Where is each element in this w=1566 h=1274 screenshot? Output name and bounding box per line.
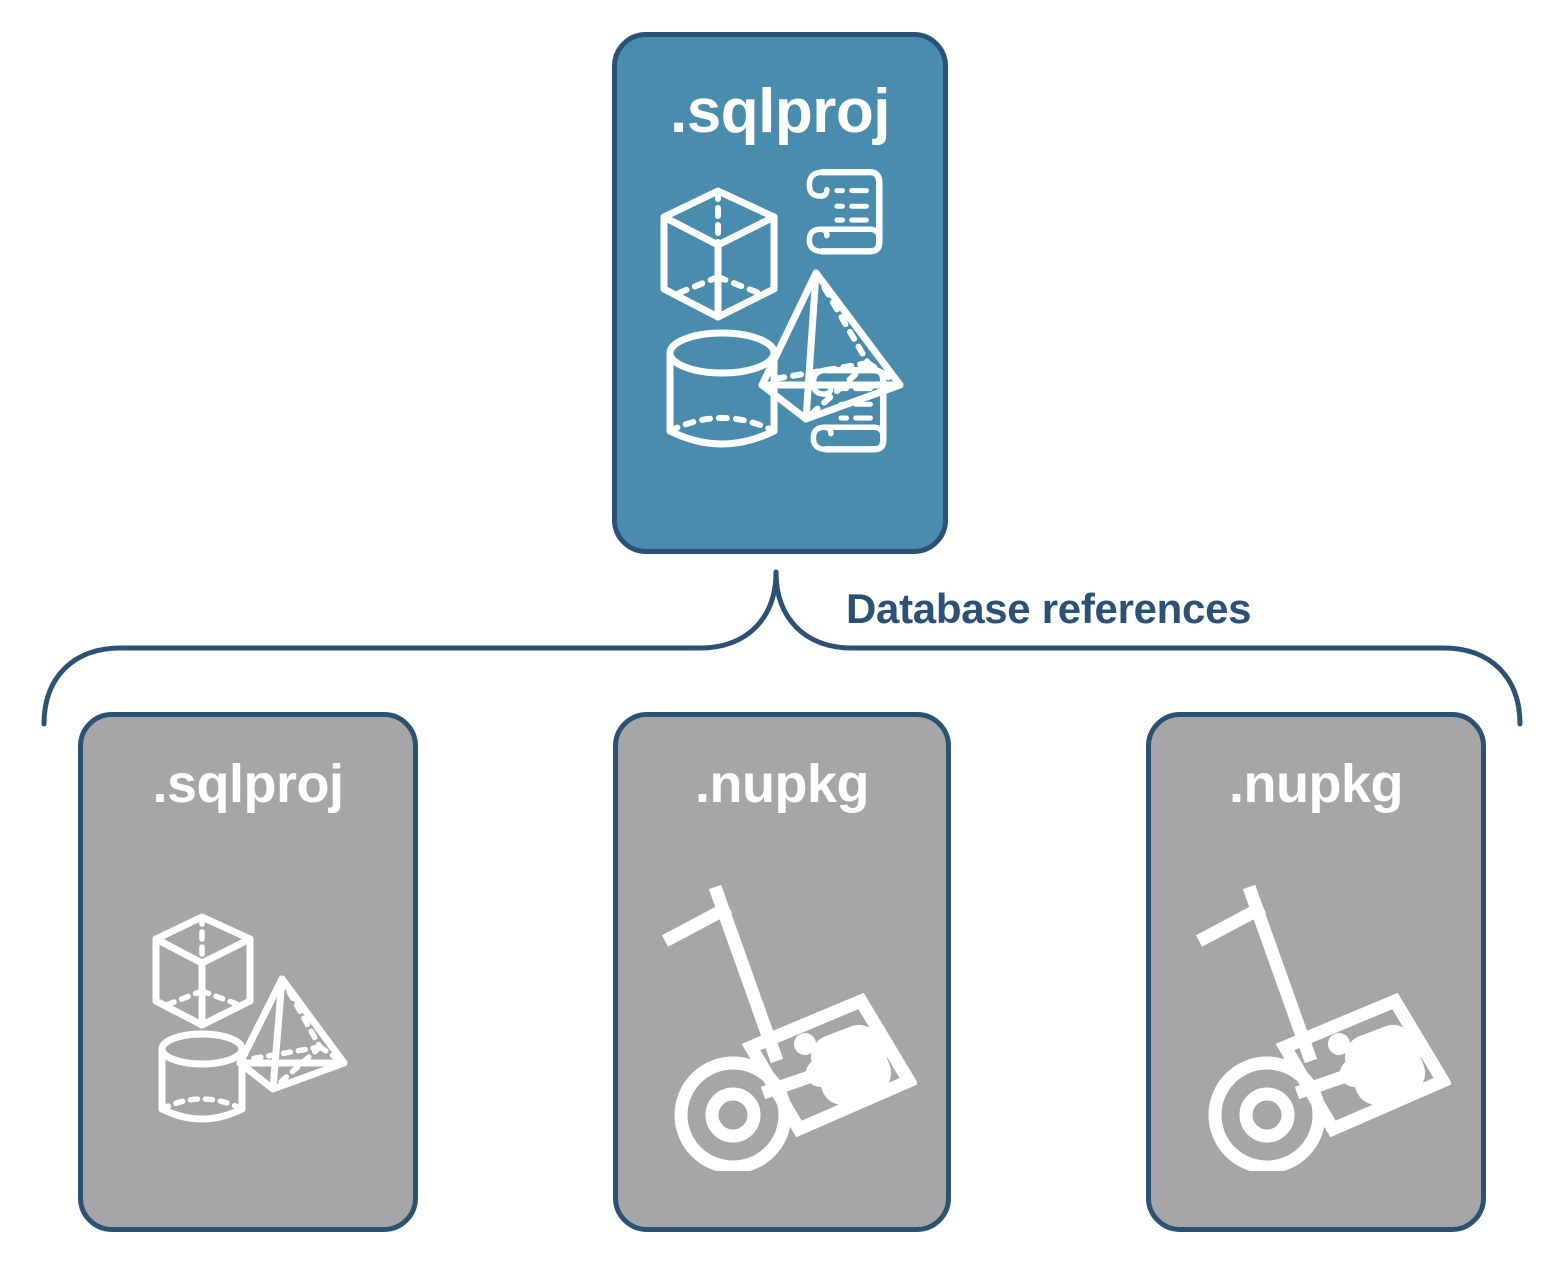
hand-truck-package-icon xyxy=(661,884,917,1171)
package-contents-icon xyxy=(1328,1024,1426,1108)
reference-2-artwork xyxy=(618,811,946,1227)
node-reference-sqlproj[interactable]: .sqlproj xyxy=(78,712,418,1232)
node-reference-3-label: .nupkg xyxy=(1229,754,1403,814)
scroll-script-icon xyxy=(810,366,887,453)
pyramid-3d-icon xyxy=(758,269,904,423)
cylinder-3d-icon xyxy=(666,329,778,448)
connector-label: Database references xyxy=(846,585,1252,632)
cube-3d-icon xyxy=(660,187,778,321)
reference-1-artwork xyxy=(83,811,413,1227)
node-reference-nupkg-2[interactable]: .nupkg xyxy=(1146,712,1486,1232)
reference-3-artwork xyxy=(1151,811,1481,1227)
cylinder-3d-icon xyxy=(158,1030,246,1123)
node-root-sqlproj[interactable]: .sqlproj xyxy=(612,32,948,554)
node-reference-1-label: .sqlproj xyxy=(152,754,344,814)
hand-truck-package-icon xyxy=(1195,884,1451,1171)
pyramid-3d-icon xyxy=(236,975,348,1093)
node-reference-nupkg-1[interactable]: .nupkg xyxy=(613,712,951,1232)
package-contents-icon xyxy=(794,1024,892,1108)
root-node-artwork xyxy=(617,143,943,549)
cube-3d-icon xyxy=(152,913,254,1029)
scroll-script-icon xyxy=(806,168,883,255)
node-root-label: .sqlproj xyxy=(670,77,890,146)
brace-left-arm xyxy=(41,569,779,727)
node-reference-2-label: .nupkg xyxy=(695,754,869,814)
